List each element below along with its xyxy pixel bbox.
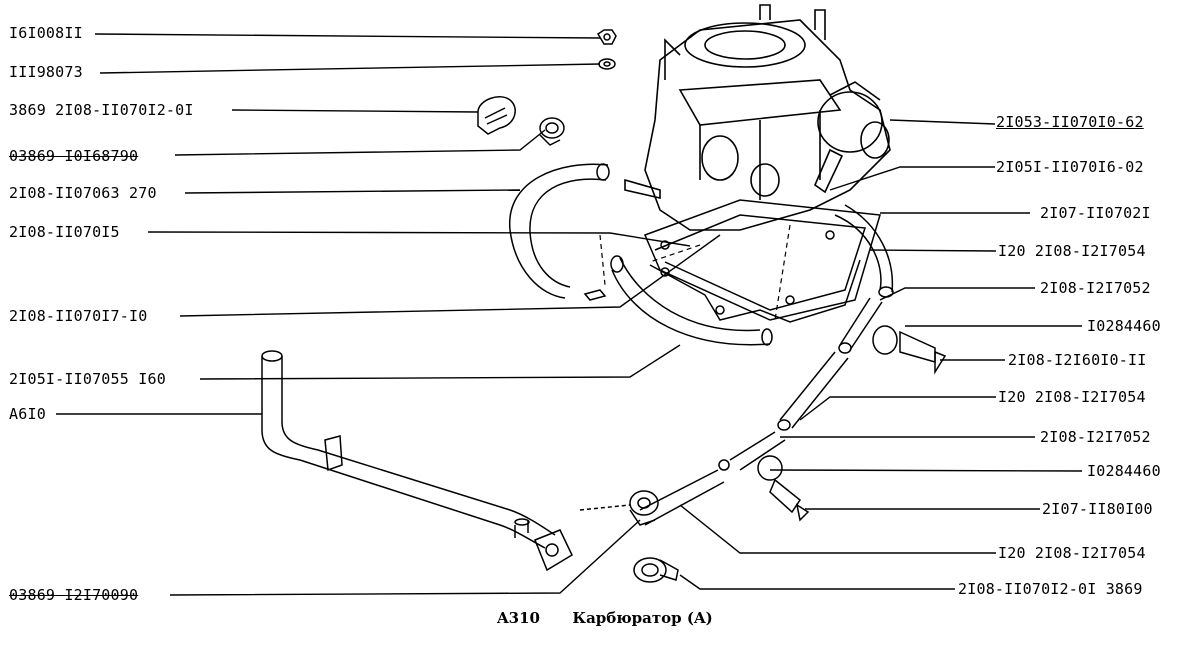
part-label: I20 2I08-I2I7054 [998, 388, 1146, 406]
leader-line [184, 189, 521, 194]
part-label: I0284460 [1087, 462, 1161, 480]
nut-and-washer [596, 29, 617, 70]
hose-right [639, 204, 894, 526]
figure-caption: A310 Карбюратор (A) [497, 609, 713, 627]
leader-line [199, 344, 681, 380]
part-label: 2I05I-II070I6-02 [996, 158, 1144, 176]
hose-lower [610, 255, 773, 346]
part-label: 3869 2I08-II070I2-0I [9, 101, 194, 119]
leader-line [679, 574, 955, 590]
leader-line [879, 287, 1035, 301]
part-label: I6I008II [9, 24, 83, 42]
part-label: 2I08-II070I5 [9, 223, 120, 241]
part-label: I20 2I08-I2I7054 [998, 544, 1146, 562]
part-label: 2I08-I2I7052 [1040, 279, 1151, 297]
leader-line [174, 129, 546, 156]
part-label: I20 2I08-I2I7054 [998, 242, 1146, 260]
leader-line [679, 504, 996, 554]
leader-line [99, 63, 601, 74]
leader-line [147, 231, 691, 247]
part-label: 2I08-II070I7-I0 [9, 307, 148, 325]
part-label: I0284460 [1087, 317, 1161, 335]
part-label: 2I08-I2I7052 [1040, 428, 1151, 446]
caption-code: A310 [497, 609, 540, 627]
part-label: A6I0 [9, 405, 46, 423]
leader-line [169, 519, 641, 596]
hose-upper [509, 163, 610, 301]
leader-line [94, 33, 601, 39]
leader-line [231, 109, 479, 113]
part-label: 2I08-II070I2-0I 3869 [958, 580, 1143, 598]
gasket-plates [643, 199, 881, 323]
part-label: 2I07-II0702I [1040, 204, 1151, 222]
part-label: 03869 I2I70090 [9, 586, 139, 604]
part-label: 2I053-II070I0-62 [996, 113, 1144, 131]
part-label: 2I05I-II07055 I60 [9, 370, 166, 388]
leader-line [179, 234, 721, 317]
leader-line [799, 396, 996, 421]
hose-clamps-upper [477, 96, 565, 146]
part-label: 2I07-II80I00 [1042, 500, 1153, 518]
carburetor-body [624, 4, 891, 231]
hose-clamps-lower [629, 490, 679, 583]
leader-line [769, 469, 1083, 472]
pipe-a610 [261, 350, 631, 572]
leader-line [829, 166, 995, 191]
fittings-right [757, 325, 947, 522]
caption-title: Карбюратор (A) [572, 609, 713, 627]
hidden-lines [599, 224, 791, 321]
leader-line [889, 119, 996, 125]
part-label: 03869 I0I68790 [9, 147, 139, 165]
part-label: 2I08-II07063 270 [9, 184, 157, 202]
part-label: III98073 [9, 63, 83, 81]
leader-line [869, 249, 997, 252]
part-label: 2I08-I2I60I0-II [1008, 351, 1147, 369]
